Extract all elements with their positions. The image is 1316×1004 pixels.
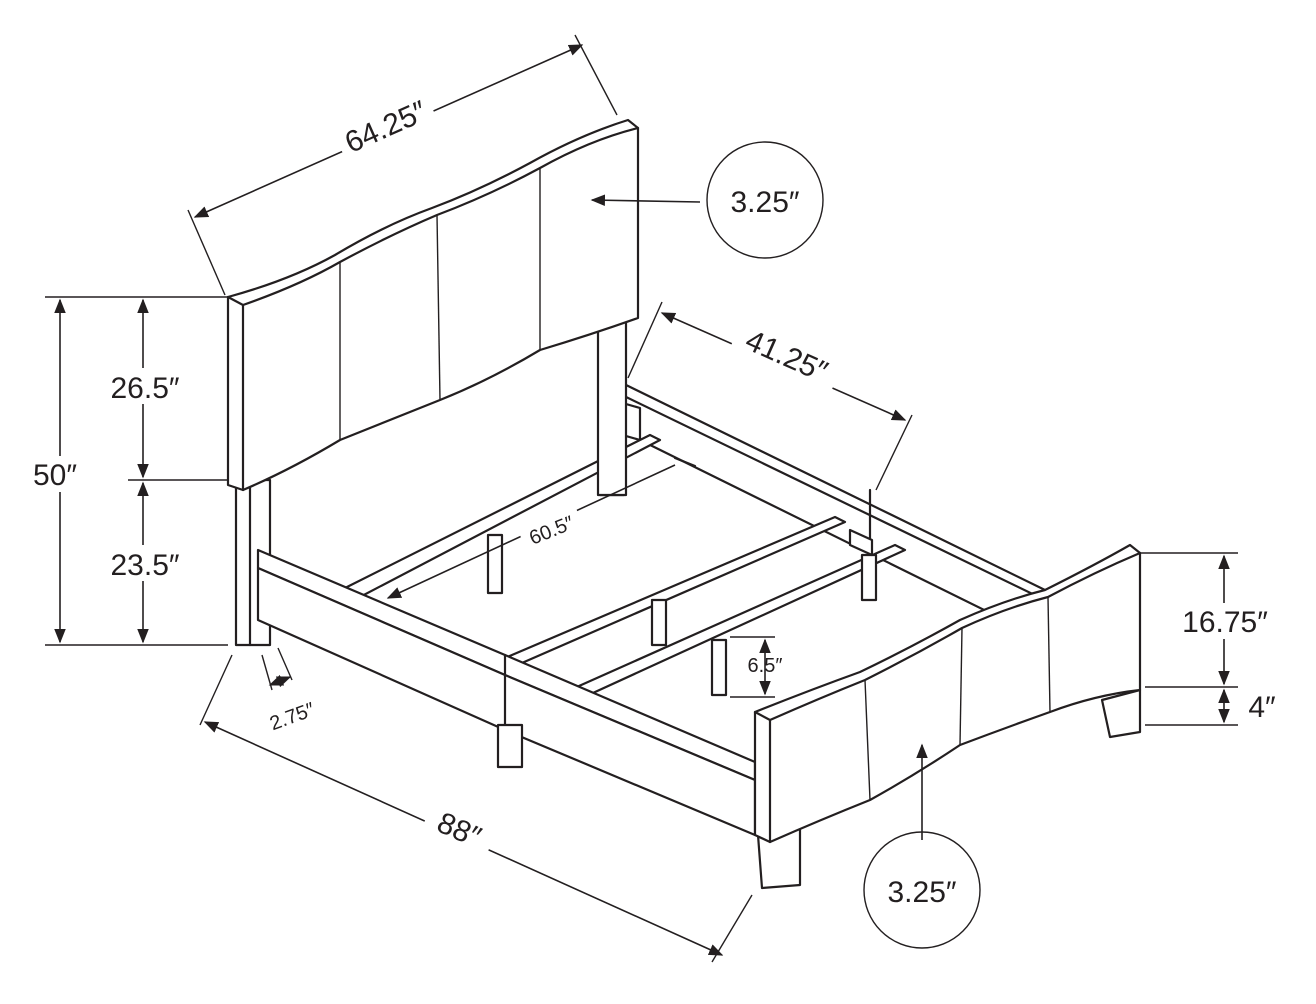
overall-height-label: 50″ [33,459,77,492]
callout-circle [863,831,981,949]
headboard-thickness-label: 3.25″ [730,186,799,219]
footboard [753,543,1142,890]
footboard-thickness-label: 3.25″ [887,876,956,909]
callout-circle [706,141,824,259]
bracket-icon [848,528,874,557]
dimension-lines [45,34,1238,963]
footboard-height-label: 16.75″ [1182,606,1268,639]
footboard-leg-height-label: 4″ [1248,691,1276,724]
headboard-clearance-label: 23.5″ [110,549,179,582]
headboard-panel-height-label: 26.5″ [110,372,179,405]
leg-width-label: 2.75″ [267,699,318,735]
center-support-height-label: 6.5″ [748,655,783,677]
